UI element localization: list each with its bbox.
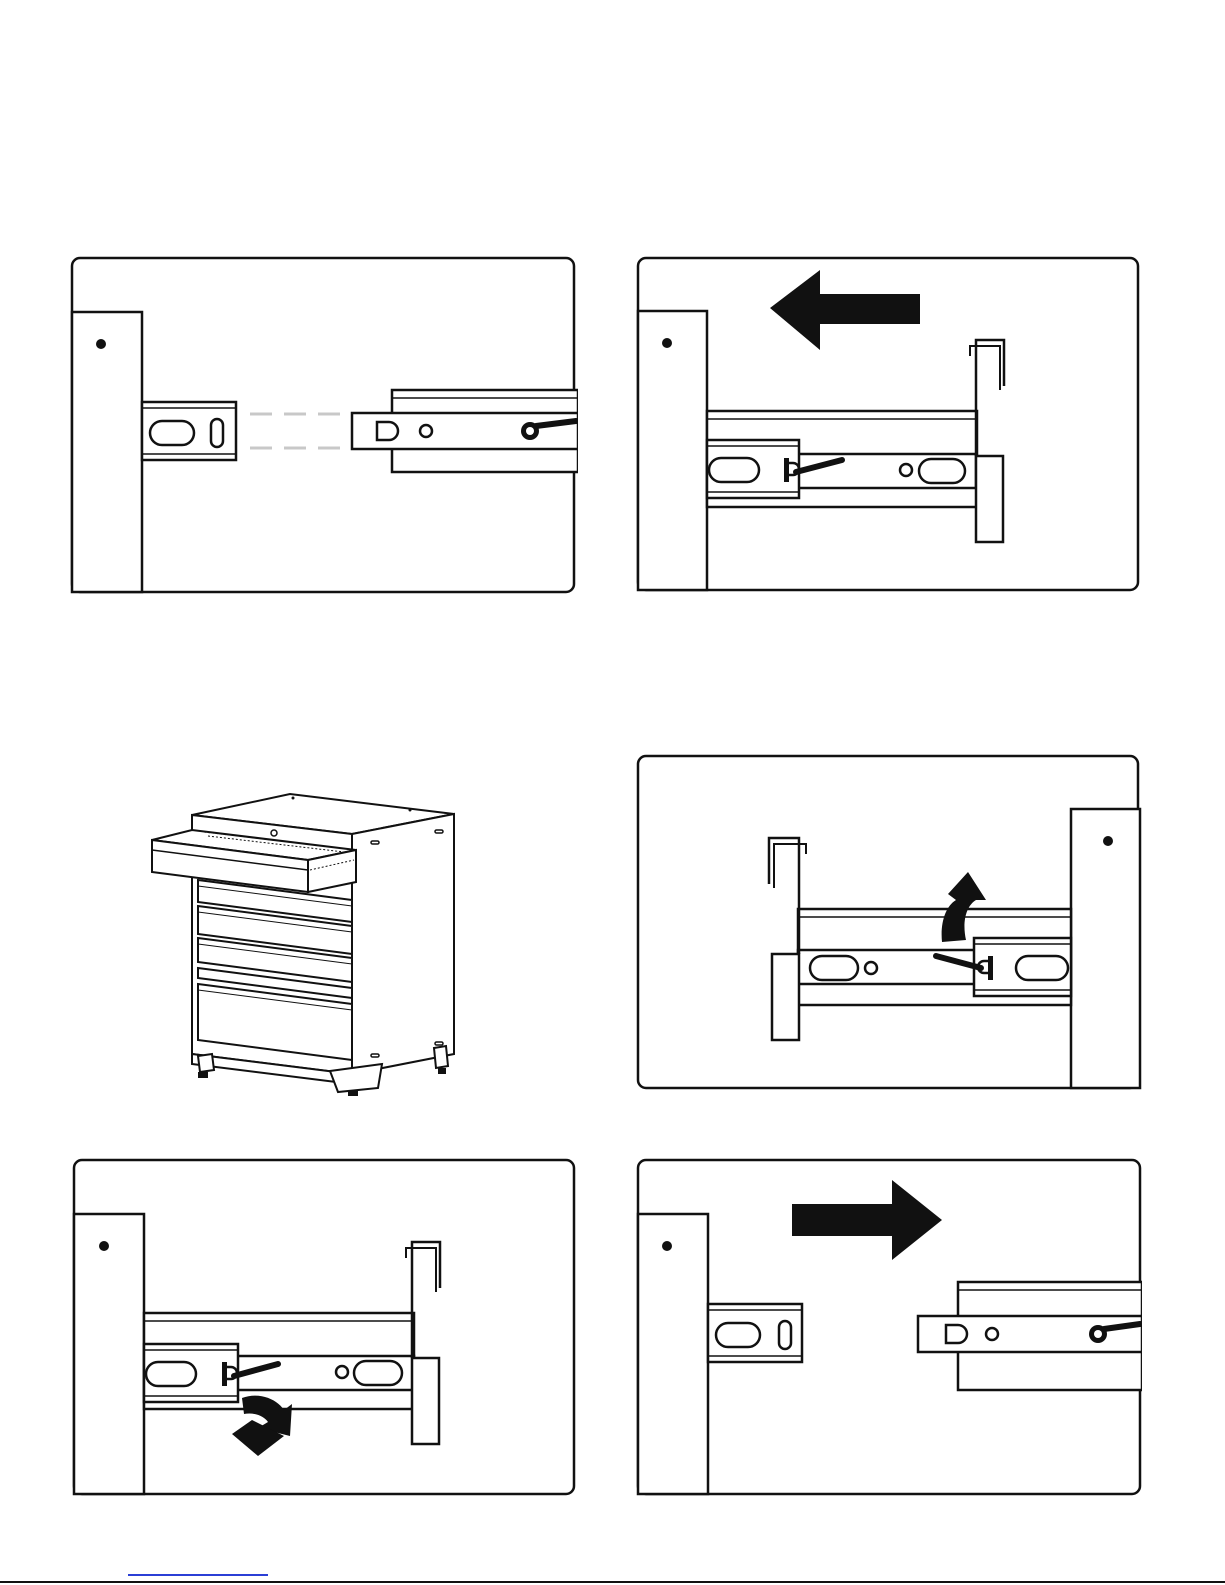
- cabinet-side-panel: [638, 1214, 708, 1494]
- screw-hole-icon: [662, 1241, 672, 1251]
- drawer-front: [976, 456, 1003, 542]
- step-5-illustration: [72, 1158, 578, 1498]
- arrow-left-icon: [770, 270, 920, 350]
- step-2-panel: [636, 256, 1142, 594]
- step-4-panel: [636, 754, 1142, 1092]
- cabinet-side-panel: [74, 1214, 144, 1494]
- drawer-front: [772, 954, 799, 1040]
- cabinet-side-panel: [72, 312, 142, 592]
- step-3-panel: [148, 788, 464, 1100]
- step-5-panel: [72, 1158, 578, 1498]
- step-1-panel: [70, 256, 578, 596]
- cabinet-side-panel: [638, 311, 707, 590]
- step-2-illustration: [636, 256, 1142, 594]
- step-6-illustration: [636, 1158, 1142, 1498]
- screw-hole-icon: [662, 338, 672, 348]
- footer-link[interactable]: [128, 1574, 268, 1576]
- cabinet-side-panel: [1071, 809, 1140, 1088]
- step-6-panel: [636, 1158, 1142, 1498]
- step-1-illustration: [70, 256, 578, 596]
- screw-hole-icon: [96, 339, 106, 349]
- screw-hole-icon: [1103, 836, 1113, 846]
- footer-rule: [0, 1581, 1225, 1583]
- drawer-rail-inner: [918, 1316, 1142, 1352]
- arrow-right-icon: [792, 1180, 942, 1260]
- drawer-front: [412, 1358, 439, 1444]
- step-4-illustration: [636, 754, 1142, 1092]
- drawer-rail-inner: [352, 413, 578, 449]
- cabinet-rail: [708, 1304, 802, 1362]
- screw-hole-icon: [99, 1241, 109, 1251]
- cabinet-overview-illustration: [148, 788, 464, 1100]
